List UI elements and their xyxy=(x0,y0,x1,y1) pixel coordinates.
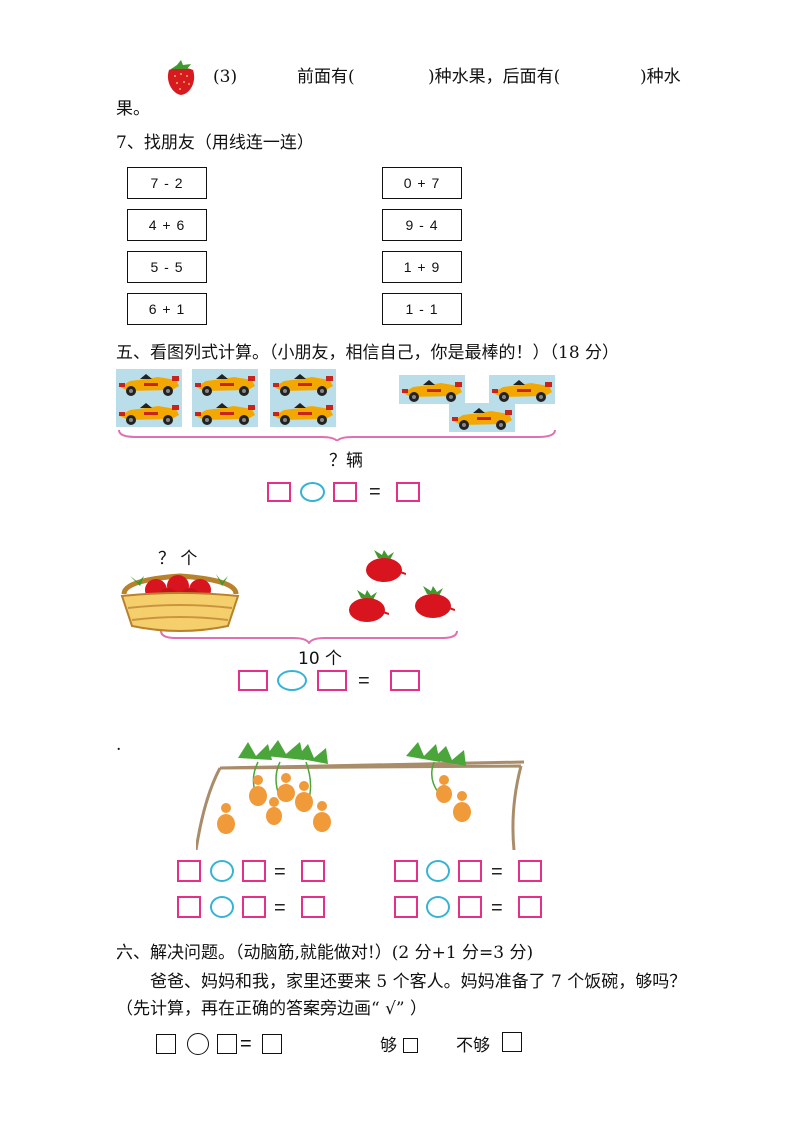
operator-circle[interactable] xyxy=(210,860,234,882)
operator-circle[interactable] xyxy=(300,482,325,502)
section6-title: 六、解决问题。（动脑筋,就能做对!）(2 分+1 分=3 分) xyxy=(116,943,534,963)
answer-box[interactable] xyxy=(238,670,268,691)
answer-box[interactable] xyxy=(518,896,542,918)
q7-title: 7、找朋友（用线连一连） xyxy=(116,133,314,153)
answer-box[interactable] xyxy=(267,482,291,502)
stray-dot: . xyxy=(116,735,122,755)
answer-box[interactable] xyxy=(156,1034,176,1054)
equals-sign: = xyxy=(358,670,370,692)
q6-3-text-front: 前面有( xyxy=(297,67,355,87)
answer-box[interactable] xyxy=(301,896,325,918)
operator-circle[interactable] xyxy=(426,860,450,882)
answer-box[interactable] xyxy=(394,860,418,882)
basket-count-label: ？ 个 xyxy=(158,549,198,569)
radish-basket-image xyxy=(120,573,240,632)
q6-3-text-wrap: 果。 xyxy=(116,99,150,119)
car-icon xyxy=(116,398,182,427)
car-icon xyxy=(192,369,258,398)
radish-icon xyxy=(349,590,389,622)
equals-sign: = xyxy=(491,897,503,919)
radish-icon xyxy=(415,586,455,618)
operator-circle[interactable] xyxy=(277,670,307,691)
answer-box[interactable] xyxy=(242,896,266,918)
section6-problem: 爸爸、妈妈和我，家里还要来 5 个客人。妈妈准备了 7 个饭碗，够吗？ xyxy=(150,972,687,992)
gourd-trellis-image xyxy=(196,740,525,850)
answer-box[interactable] xyxy=(242,860,266,882)
car-icon xyxy=(270,398,336,427)
radish-icon xyxy=(366,550,406,582)
radish-brace xyxy=(160,630,458,644)
answer-box[interactable] xyxy=(333,482,357,502)
answer-box[interactable] xyxy=(317,670,347,691)
answer-box[interactable] xyxy=(394,896,418,918)
equals-sign: = xyxy=(491,861,503,883)
answer-box[interactable] xyxy=(177,896,201,918)
strawberry-icon xyxy=(167,60,195,95)
match-left-2[interactable]: 4 + 6 xyxy=(127,209,207,241)
not-enough-label: 不够 xyxy=(456,1036,490,1056)
cars-total-label: ？辆 xyxy=(329,451,363,471)
answer-box[interactable] xyxy=(396,482,420,502)
q6-3-label: (3) xyxy=(213,67,238,87)
answer-box[interactable] xyxy=(262,1034,282,1054)
cars-brace xyxy=(118,429,556,441)
car-icon xyxy=(489,375,555,404)
answer-box[interactable] xyxy=(217,1034,237,1054)
answer-box[interactable] xyxy=(518,860,542,882)
answer-box[interactable] xyxy=(390,670,420,691)
answer-box[interactable] xyxy=(458,896,482,918)
match-left-4[interactable]: 6 + 1 xyxy=(127,293,207,325)
answer-box[interactable] xyxy=(177,860,201,882)
match-right-3[interactable]: 1 + 9 xyxy=(382,251,462,283)
match-left-3[interactable]: 5 - 5 xyxy=(127,251,207,283)
car-icon xyxy=(116,369,182,398)
operator-circle[interactable] xyxy=(210,896,234,918)
match-right-4[interactable]: 1 - 1 xyxy=(382,293,462,325)
equals-sign: = xyxy=(240,1033,252,1055)
equals-sign: = xyxy=(274,861,286,883)
car-icon xyxy=(270,369,336,398)
enough-checkbox[interactable] xyxy=(403,1038,418,1053)
car-icon xyxy=(192,398,258,427)
car-icon xyxy=(399,375,465,404)
operator-circle[interactable] xyxy=(426,896,450,918)
match-right-1[interactable]: 0 + 7 xyxy=(382,167,462,199)
answer-box[interactable] xyxy=(301,860,325,882)
q6-3-text-middle: )种水果，后面有( xyxy=(428,67,561,87)
equals-sign: = xyxy=(369,481,381,503)
enough-label: 够 xyxy=(380,1036,397,1056)
section5-title: 五、看图列式计算。（小朋友，相信自己，你是最棒的！）（18 分） xyxy=(116,343,620,363)
radish-total-label: 10 个 xyxy=(298,649,343,669)
operator-circle[interactable] xyxy=(187,1033,209,1055)
match-right-2[interactable]: 9 - 4 xyxy=(382,209,462,241)
answer-box[interactable] xyxy=(458,860,482,882)
section6-instruction: （先计算，再在正确的答案旁边画“ √” ） xyxy=(116,999,428,1019)
not-enough-checkbox[interactable] xyxy=(502,1032,522,1052)
match-left-1[interactable]: 7 - 2 xyxy=(127,167,207,199)
q6-3-text-end: )种水 xyxy=(640,67,681,87)
equals-sign: = xyxy=(274,897,286,919)
